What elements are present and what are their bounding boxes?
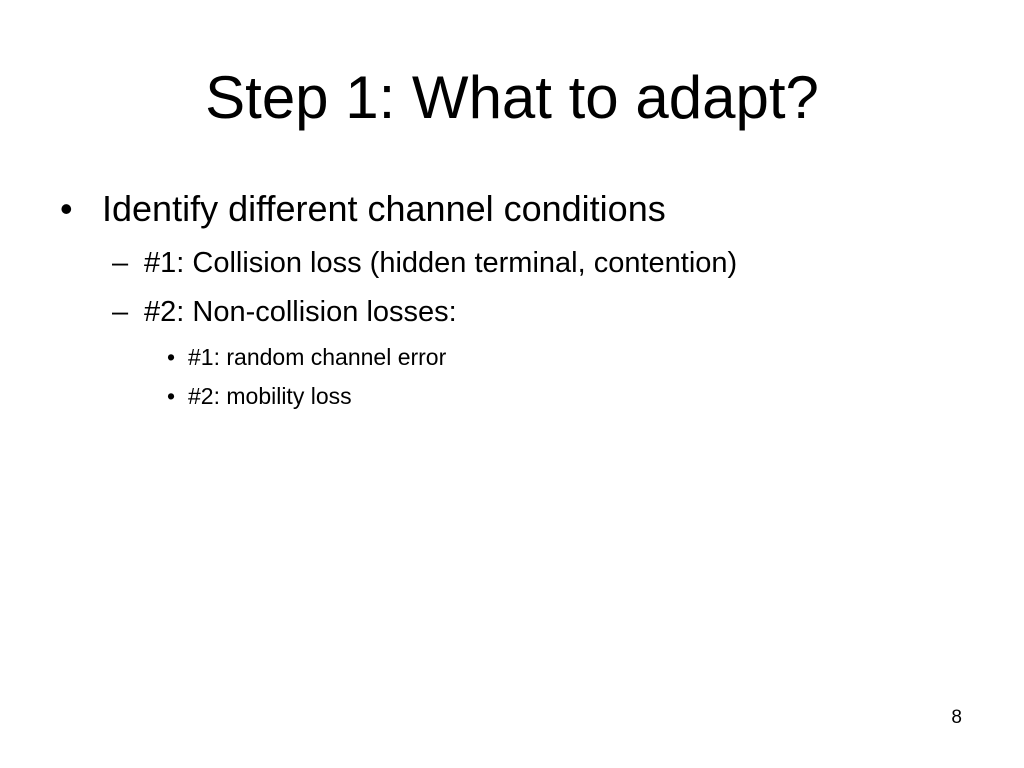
bullet-text: Identify different channel conditions (102, 188, 666, 229)
subitem-text: #2: Non-collision losses: (144, 296, 457, 328)
subsubitem-text: #1: random channel error (188, 344, 447, 370)
page-number: 8 (951, 707, 962, 728)
dash-marker: – (112, 247, 129, 279)
dash-marker: – (112, 296, 129, 328)
bullet-marker: • (60, 188, 73, 229)
subsubitem-text: #2: mobility loss (188, 383, 352, 409)
slide-title: Step 1: What to adapt? (205, 64, 819, 131)
subitem-text: #1: Collision loss (hidden terminal, con… (144, 247, 738, 279)
small-bullet-marker: • (167, 344, 176, 370)
small-bullet-marker: • (167, 383, 176, 409)
